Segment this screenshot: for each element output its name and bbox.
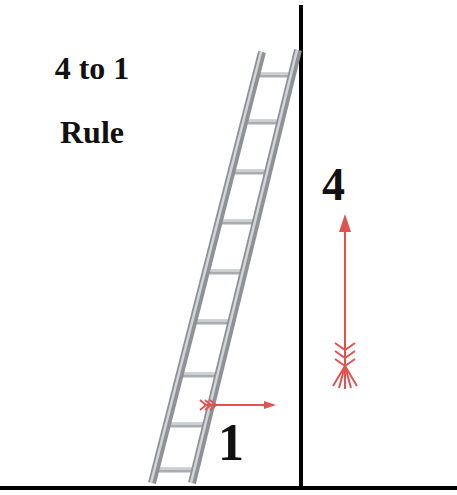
- ladder-rungs: [155, 75, 292, 470]
- rule-title: 4 to 1 Rule: [34, 36, 150, 164]
- horizontal-arrow: [200, 400, 276, 410]
- base-ratio-number: 1: [218, 414, 244, 471]
- ground-line: [0, 486, 457, 490]
- wall-line: [299, 5, 303, 489]
- height-ratio-number: 4: [322, 160, 345, 211]
- ladder-rung-highlights: [155, 74, 292, 469]
- ladder-rails: [151, 50, 298, 483]
- vertical-arrow: [333, 214, 357, 389]
